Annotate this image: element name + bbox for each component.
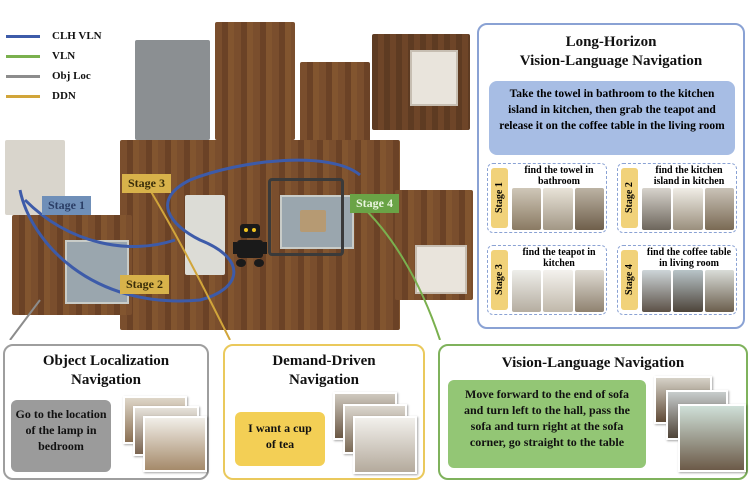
coffee-table [300,210,326,232]
title-line: Navigation [70,372,141,388]
legend-label: VLN [52,50,76,62]
substep-1: Stage 1 find the towel in bathroom [487,163,607,233]
stage-1-tag: Stage 1 [42,196,91,215]
ddn-path [149,189,231,340]
object-localization-instruction: Go to the location of the lamp in bedroo… [11,400,111,472]
room-photo [353,416,417,474]
room-hall [300,62,370,142]
legend-swatch [6,34,40,38]
room-photo [678,404,746,472]
substep-3: Stage 3 find the teapot in kitchen [487,245,607,315]
obj-loc-path [9,299,41,340]
title-line: Object Localization [42,353,170,369]
sofa [268,178,344,256]
room-photo [143,416,207,472]
legend-swatch [6,54,40,58]
legend-label: CLH VLN [52,30,102,42]
substep-text: find the towel in bathroom [524,165,594,187]
substep-stage-label: Stage 3 [491,250,508,310]
demand-driven-panel: Demand-Driven Navigation I want a cup of… [223,344,425,480]
path-overlay [9,158,441,340]
vln-instruction: Move forward to the end of sofa and turn… [448,380,646,468]
floor-plan: Stage 1 Stage 2 Stage 3 Stage 4 [0,0,475,340]
substep-photos [642,188,734,230]
clh-vln-path-2 [23,198,176,249]
room-dining [215,22,295,140]
demand-driven-title: Demand-Driven Navigation [225,352,423,390]
legend-item-vln: VLN [6,46,106,66]
substep-4: Stage 4 find the coffee table in living … [617,245,737,315]
legend-item-ddn: DDN [6,86,106,106]
substep-text: find the coffee table in living room [646,247,732,269]
substep-photos [512,188,604,230]
vln-path [354,199,441,340]
substep-photos [642,270,734,312]
stage-3-tag: Stage 3 [122,174,171,193]
substep-text: find the kitchen island in kitchen [653,165,725,187]
title-line: Demand-Driven [272,353,376,369]
substep-text: find the teapot in kitchen [522,247,596,269]
legend-swatch [6,74,40,78]
clh-vln-path [18,158,361,303]
bed-top [410,50,458,106]
substep-2: Stage 2 find the kitchen island in kitch… [617,163,737,233]
legend-label: Obj Loc [52,70,91,82]
vln-title: Vision-Language Navigation [501,355,685,371]
title-line: Navigation [288,372,359,388]
long-horizon-title: Long-Horizon Vision-Language Navigation [479,33,743,71]
legend: CLH VLN VLN Obj Loc DDN [6,26,106,106]
substep-stage-label: Stage 4 [621,250,638,310]
substep-stage-label: Stage 1 [491,168,508,228]
object-localization-panel: Object Localization Navigation Go to the… [3,344,209,480]
legend-item-obj-loc: Obj Loc [6,66,106,86]
stage-2-tag: Stage 2 [120,275,169,294]
bed-right [415,245,467,294]
title-line: Long-Horizon [565,34,657,50]
vln-panel: Vision-Language Navigation Move forward … [438,344,748,480]
substep-stage-label: Stage 2 [621,168,638,228]
long-horizon-instruction: Take the towel in bathroom to the kitche… [489,81,735,155]
legend-swatch [6,94,40,98]
substep-photos [512,270,604,312]
room-top-left [135,40,210,140]
robot-icon [233,222,267,268]
object-localization-title: Object Localization Navigation [5,352,207,390]
title-line: Vision-Language Navigation [519,53,703,69]
long-horizon-panel: Long-Horizon Vision-Language Navigation … [477,23,745,329]
legend-label: DDN [52,90,76,102]
stage-4-tag: Stage 4 [350,194,399,213]
legend-item-clh-vln: CLH VLN [6,26,106,46]
demand-driven-instruction: I want a cup of tea [235,412,325,466]
